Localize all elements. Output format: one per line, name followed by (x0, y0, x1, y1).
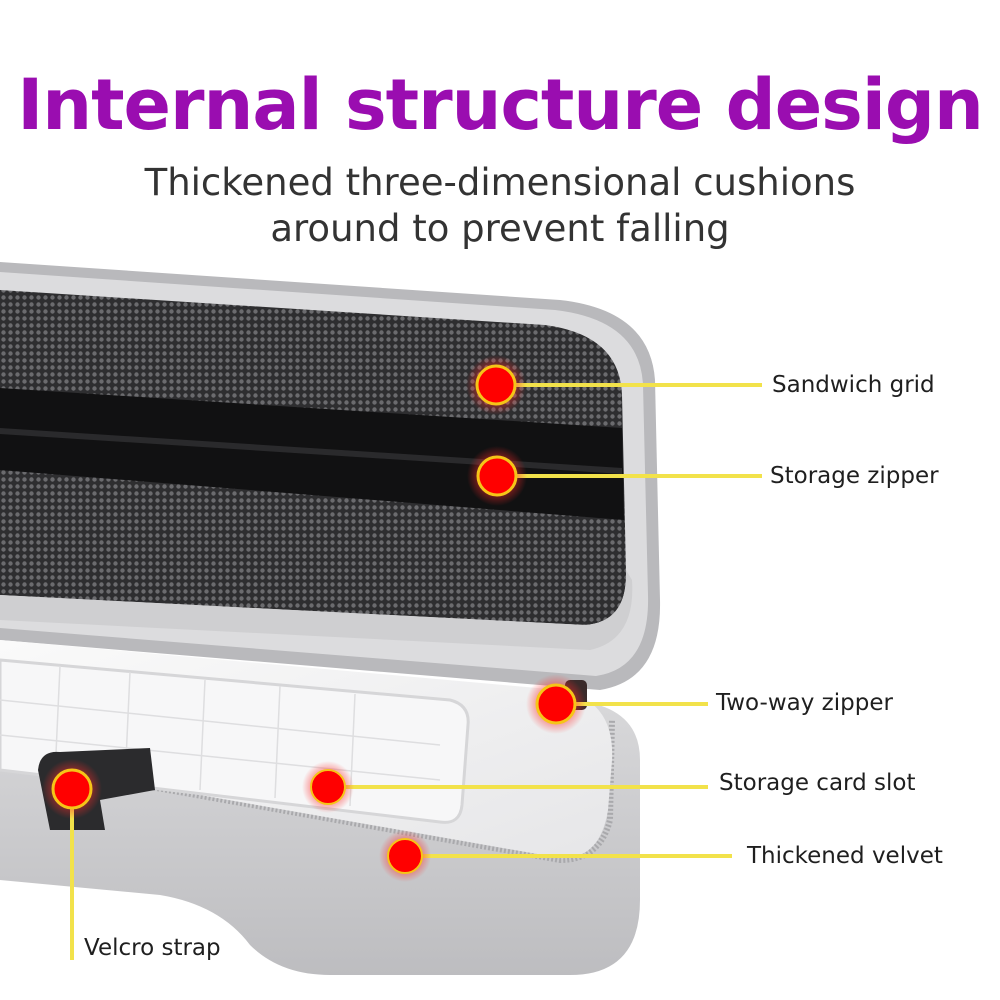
subtitle: Thickened three-dimensional cushions aro… (0, 160, 1000, 252)
thickened-velvet-dot (387, 838, 423, 874)
velcro-strap-dot (51, 768, 93, 810)
subtitle-line-1: Thickened three-dimensional cushions (144, 161, 856, 204)
label-two-way-zipper: Two-way zipper (716, 690, 893, 716)
storage-card-slot-dot (310, 769, 346, 805)
subtitle-line-2: around to prevent falling (270, 207, 730, 250)
page-title: Internal structure design (17, 64, 984, 146)
label-thickened-velvet: Thickened velvet (747, 843, 943, 869)
label-sandwich-grid: Sandwich grid (772, 372, 935, 398)
label-velcro-strap: Velcro strap (84, 935, 221, 961)
storage-zipper-dot (476, 455, 518, 497)
callout-dots (42, 355, 586, 882)
callout-lines (70, 383, 762, 960)
label-storage-card-slot: Storage card slot (719, 770, 916, 796)
label-storage-zipper: Storage zipper (770, 463, 939, 489)
sandwich-grid-dot (475, 364, 517, 406)
two-way-zipper-dot (535, 683, 577, 725)
